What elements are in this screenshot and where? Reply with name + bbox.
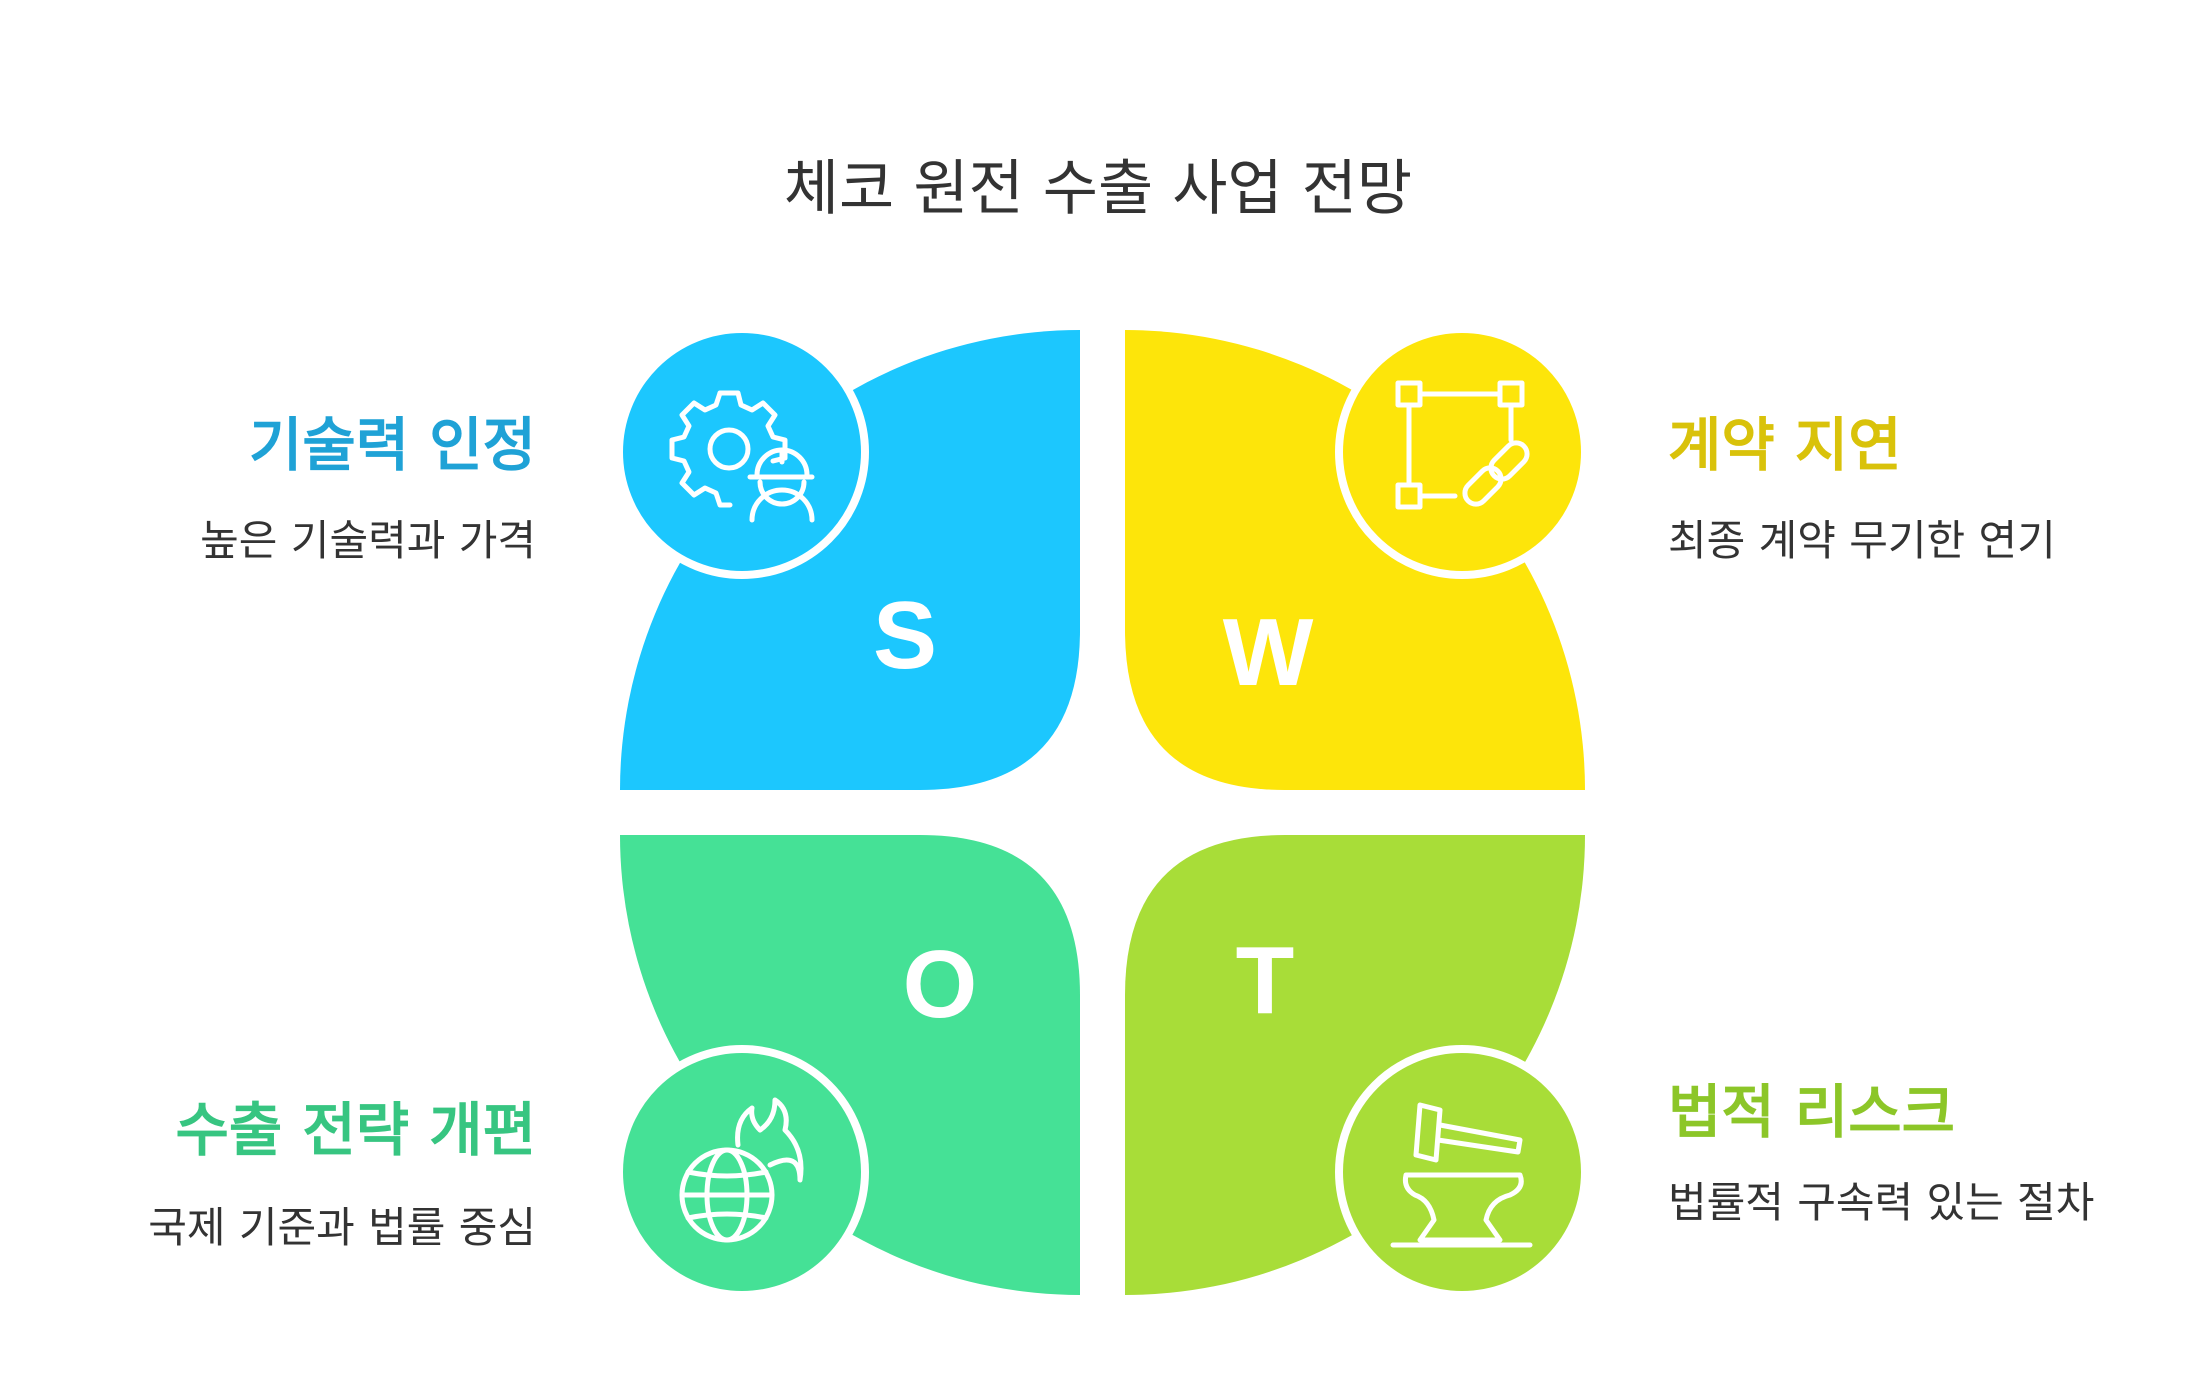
- icon-circle-t: [1335, 1045, 1589, 1299]
- heading-t: 법적 리스크: [1668, 1078, 1955, 1146]
- hammer-anvil-icon: [1390, 1102, 1533, 1248]
- desc-w: 최종 계약 무기한 연기: [1668, 516, 2056, 565]
- square-chain-link-icon: [1395, 380, 1530, 510]
- heading-s: 기술력 인정: [249, 411, 536, 479]
- desc-o: 국제 기준과 법률 중심: [148, 1203, 536, 1252]
- letter-s: S: [873, 582, 937, 689]
- heading-w: 계약 지연: [1668, 411, 1902, 479]
- quadrant-w: [1125, 330, 1585, 790]
- page-title: 체코 원전 수출 사업 전망: [783, 154, 1413, 224]
- gear-worker-icon: [669, 390, 815, 523]
- letter-t: T: [1236, 927, 1295, 1034]
- desc-s: 높은 기술력과 가격: [200, 516, 536, 565]
- quadrant-o: [620, 835, 1080, 1295]
- burning-globe-icon: [679, 1097, 804, 1243]
- letter-w: W: [1223, 599, 1314, 706]
- desc-t: 법률적 구속력 있는 절차: [1668, 1178, 2095, 1227]
- icon-circle-o: [615, 1045, 869, 1299]
- quadrant-s: [620, 330, 1080, 790]
- heading-o: 수출 전략 개편: [175, 1096, 536, 1164]
- letter-o: O: [903, 931, 978, 1038]
- quadrant-t: [1125, 835, 1585, 1295]
- icon-circle-w: [1335, 325, 1589, 579]
- icon-circle-s: [615, 325, 869, 579]
